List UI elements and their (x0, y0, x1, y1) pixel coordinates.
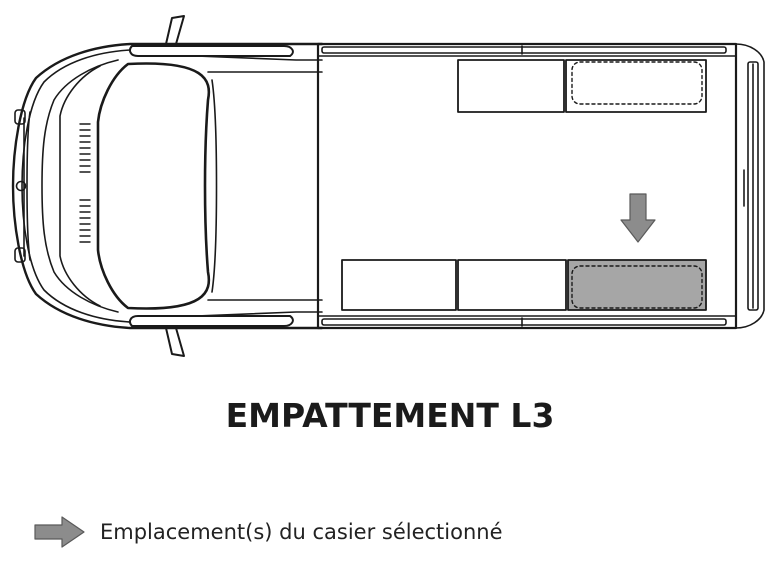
locker-slot (457, 59, 565, 113)
locker-slot (341, 259, 457, 311)
legend-label: Emplacement(s) du casier sélectionné (100, 520, 503, 544)
arrow-right-icon (34, 516, 85, 548)
diagram-title: EMPATTEMENT L3 (225, 396, 555, 435)
locker-slots-top (457, 59, 707, 113)
mirror-bottom (165, 327, 185, 357)
front-emblem (15, 180, 27, 192)
wheel-arch-outline (571, 265, 703, 309)
locker-slot (565, 59, 707, 113)
van-outline (11, 15, 765, 357)
arrow-down-icon (620, 193, 656, 243)
legend: Emplacement(s) du casier sélectionné (34, 514, 503, 550)
locker-slot (457, 259, 567, 311)
wheel-arch-outline (571, 61, 703, 105)
locker-slots-bottom (341, 259, 707, 311)
front-grille (79, 123, 91, 243)
locker-slot-selected (567, 259, 707, 311)
mirror-top (165, 15, 185, 45)
